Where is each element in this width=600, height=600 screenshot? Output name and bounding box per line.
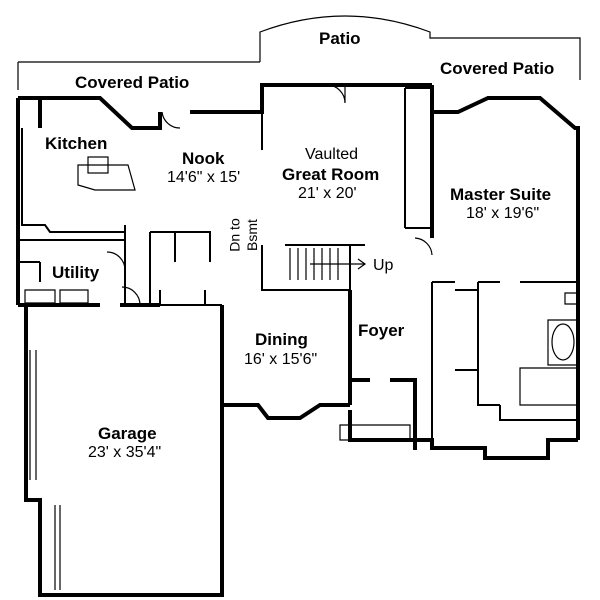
wall-dining-south bbox=[222, 403, 350, 420]
door-swing-master bbox=[414, 237, 433, 256]
wall-master-bath bbox=[432, 281, 578, 421]
room-dim-garage: 23' x 35'4" bbox=[88, 444, 162, 461]
wall-kitchen-north bbox=[18, 96, 162, 130]
door-swing-great bbox=[326, 84, 346, 104]
wall-foyer bbox=[348, 378, 417, 442]
shower bbox=[519, 367, 579, 406]
tub-oval bbox=[551, 323, 575, 361]
garage-window-south bbox=[54, 505, 61, 590]
stair-arrow bbox=[310, 258, 367, 270]
room-label-dining: Dining bbox=[255, 330, 308, 349]
room-label-covered-patio-left: Covered Patio bbox=[75, 73, 190, 92]
stair-label-up: Up bbox=[373, 257, 394, 274]
patio-outline bbox=[259, 15, 581, 80]
room-label-garage: Garage bbox=[98, 424, 157, 443]
room-dim-master-suite: 18' x 19'6" bbox=[466, 205, 540, 222]
kitchen-island bbox=[77, 164, 136, 191]
room-label-nook: Nook bbox=[182, 149, 225, 168]
room-label-vaulted: Vaulted bbox=[305, 146, 359, 163]
foyer-entry bbox=[339, 424, 411, 441]
wall-master-north bbox=[432, 96, 580, 440]
room-dim-great-room: 21' x 20' bbox=[298, 185, 357, 202]
garage-window-west bbox=[29, 350, 37, 480]
room-label-covered-patio-right: Covered Patio bbox=[440, 59, 555, 78]
door-swing-utility bbox=[106, 251, 126, 271]
room-label-great-room: Great Room bbox=[282, 165, 380, 184]
toilet bbox=[564, 292, 579, 305]
wall-closet bbox=[431, 282, 479, 440]
wall-kitchen-counter bbox=[21, 128, 126, 233]
covered-patio-outline-left bbox=[17, 61, 260, 90]
cooktop bbox=[87, 156, 109, 174]
stair-label-bsmt: Bsmt bbox=[243, 219, 260, 251]
wall-fireplace bbox=[404, 87, 432, 229]
wall-nook-north bbox=[190, 83, 432, 114]
wall-master-south bbox=[413, 438, 578, 460]
room-label-foyer: Foyer bbox=[358, 321, 405, 340]
door-swing-garage bbox=[121, 286, 141, 306]
wall-pantry bbox=[149, 231, 211, 305]
room-dim-dining: 16' x 15'6" bbox=[244, 351, 318, 368]
room-label-patio: Patio bbox=[319, 29, 361, 48]
room-label-kitchen: Kitchen bbox=[45, 134, 108, 153]
room-label-utility: Utility bbox=[52, 263, 100, 282]
stair-label-dn-to: Dn to bbox=[226, 218, 243, 252]
room-label-master-suite: Master Suite bbox=[450, 185, 552, 204]
door-swing-nook bbox=[161, 111, 181, 129]
wall-stairs bbox=[261, 244, 365, 291]
room-dim-nook: 14'6" x 15' bbox=[167, 169, 241, 186]
wall-garage-entry bbox=[159, 290, 222, 306]
bathtub bbox=[547, 319, 579, 366]
washer-dryer bbox=[24, 289, 89, 304]
